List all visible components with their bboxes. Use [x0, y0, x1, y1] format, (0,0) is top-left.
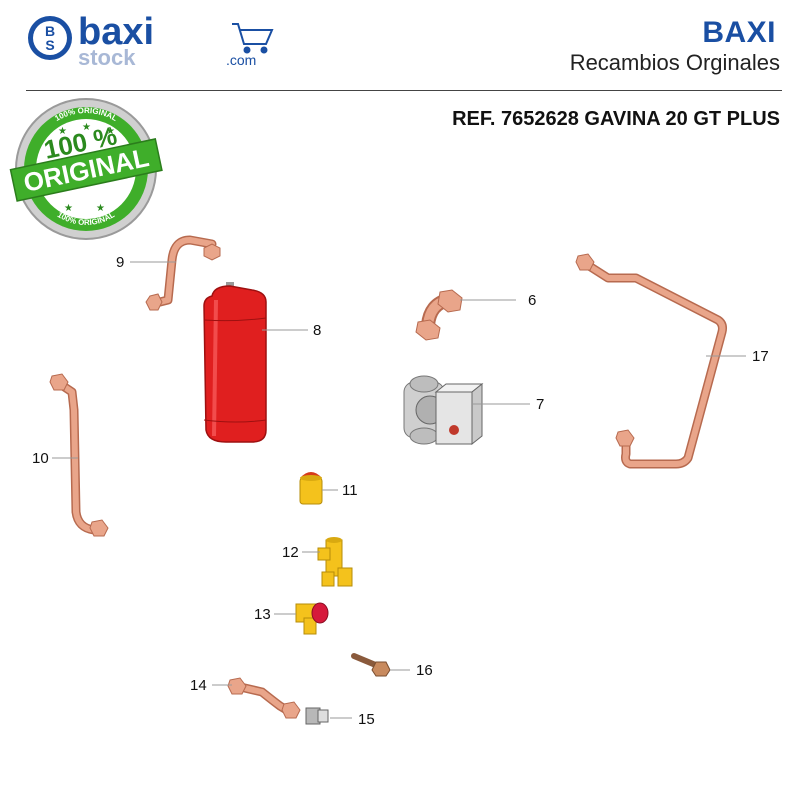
- part-13-safety-valve[interactable]: 13: [254, 602, 329, 635]
- part-16-probe[interactable]: 16: [351, 653, 433, 679]
- callout-13: 13: [254, 606, 271, 623]
- callout-15: 15: [358, 711, 375, 728]
- logo-domain-text: .com: [226, 52, 256, 68]
- callout-6: 6: [528, 292, 536, 309]
- header-divider: [26, 90, 782, 91]
- callout-16: 16: [416, 662, 433, 679]
- callout-10: 10: [32, 450, 49, 467]
- callout-12: 12: [282, 544, 299, 561]
- callout-17: 17: [752, 348, 769, 365]
- baxistock-logo[interactable]: B S baxi stock .com: [26, 10, 286, 70]
- logo-monogram-bottom: S: [45, 37, 54, 53]
- reference-title: REF. 7652628 GAVINA 20 GT PLUS: [452, 108, 780, 130]
- callout-14: 14: [190, 677, 207, 694]
- logo-main-text: baxi: [78, 11, 154, 53]
- brand-tagline: Recambios Orginales: [569, 50, 780, 75]
- part-15-connector[interactable]: 15: [305, 707, 375, 728]
- star-icon: ★ ★ ★ ★ ★: [58, 122, 115, 214]
- part-12-brass-tee[interactable]: 12: [282, 537, 353, 587]
- part-10-long-pipe[interactable]: 10: [32, 373, 109, 537]
- part-8-expansion-vessel[interactable]: 8: [203, 282, 321, 443]
- logo-sub-text: stock: [78, 45, 136, 70]
- svg-text:★: ★: [64, 203, 73, 214]
- cart-icon: [232, 23, 274, 54]
- logo-monogram-top: B: [45, 23, 55, 39]
- svg-text:★: ★: [96, 203, 105, 214]
- svg-text:★: ★: [82, 122, 91, 133]
- callout-11: 11: [342, 482, 358, 499]
- svg-text:★: ★: [58, 126, 67, 137]
- part-7-circulating-pump[interactable]: 7: [403, 375, 544, 446]
- svg-text:★: ★: [106, 126, 115, 137]
- part-11-air-vent-cap[interactable]: 11: [299, 472, 358, 505]
- part-14-short-pipe[interactable]: 14: [190, 677, 301, 719]
- part-17-return-pipe[interactable]: 17: [575, 253, 769, 469]
- brand-name: BAXI: [702, 16, 776, 49]
- part-6-elbow-pipe[interactable]: 6: [415, 289, 536, 341]
- part-9-bent-pipe[interactable]: 9: [116, 235, 221, 311]
- page-header: B S baxi stock .com BAXI Recambios Orgin…: [0, 0, 800, 92]
- callout-7: 7: [536, 396, 544, 413]
- original-badge: 100% ORIGINAL 100% ORIGINAL 100 % ORIGIN…: [8, 96, 164, 242]
- callout-9: 9: [116, 254, 124, 271]
- callout-8: 8: [313, 322, 321, 339]
